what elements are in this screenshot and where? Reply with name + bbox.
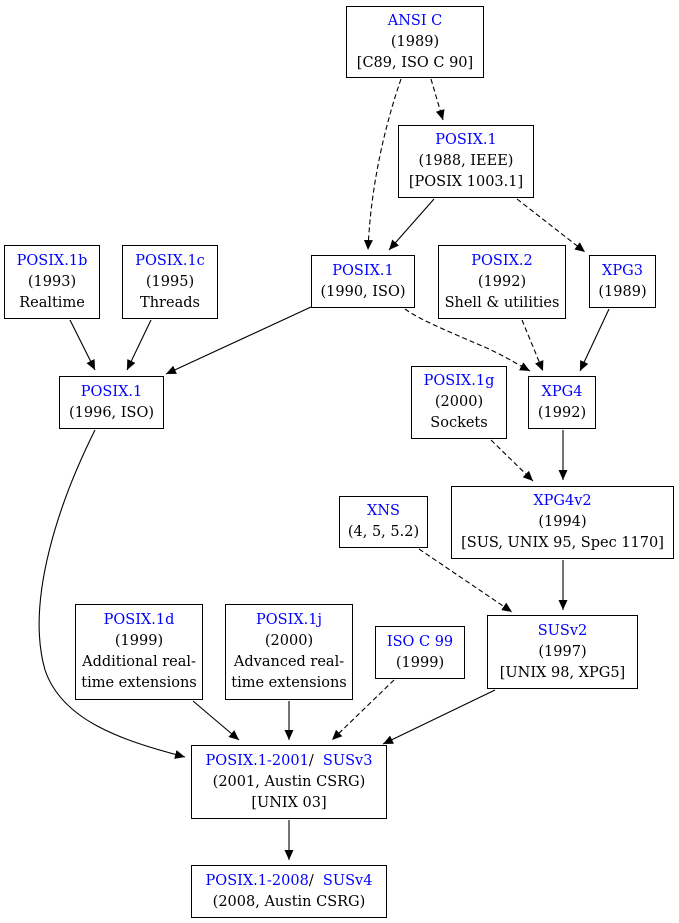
node-xpg4v2-aka: [SUS, UNIX 95, Spec 1170] xyxy=(461,535,664,551)
node-posix2-topic: Shell & utilities xyxy=(444,294,560,311)
node-posix1j-topic-line2: time extensions xyxy=(231,675,347,691)
edge-posix1d-to-posix2001 xyxy=(192,700,240,741)
edge-posix1-1990-to-xpg4 xyxy=(404,308,531,372)
node-iso-c-99-link[interactable]: ISO C 99 xyxy=(386,633,454,650)
node-posix-2001-susv3: POSIX.1-2001/ SUSv3 (2001, Austin CSRG) … xyxy=(191,745,387,819)
node-susv2-link[interactable]: SUSv2 xyxy=(537,622,588,639)
edge-susv2-to-posix2001 xyxy=(382,689,496,745)
node-posix1b-link[interactable]: POSIX.1b xyxy=(16,252,88,269)
edge-posix1-1988-to-posix1-1990 xyxy=(388,198,435,251)
node-susv2-aka: [UNIX 98, XPG5] xyxy=(499,664,626,681)
node-posix2-year: (1992) xyxy=(477,273,527,290)
node-posix1d-link[interactable]: POSIX.1d xyxy=(103,612,175,628)
node-posix2: POSIX.2 (1992) Shell & utilities xyxy=(438,245,566,319)
node-posix2-link[interactable]: POSIX.2 xyxy=(471,252,533,269)
node-posix1j-year: (2000) xyxy=(264,633,314,649)
node-xpg4v2-link[interactable]: XPG4v2 xyxy=(533,493,592,509)
node-posix1-1990-link[interactable]: POSIX.1 xyxy=(332,262,394,279)
edge-posix1-1990-to-posix1-1996 xyxy=(165,306,312,375)
edge-ansi-c-to-posix1-1990 xyxy=(363,78,402,251)
edge-posix1-1988-to-xpg3 xyxy=(516,198,586,253)
node-xpg4: XPG4 (1992) xyxy=(528,376,596,429)
node-posix1-1996: POSIX.1 (1996, ISO) xyxy=(59,376,164,429)
edge-posix2-to-xpg4 xyxy=(521,319,544,372)
node-posix1g-topic: Sockets xyxy=(430,415,488,431)
node-posix1-1996-link[interactable]: POSIX.1 xyxy=(80,383,143,400)
node-posix-2001-title-row: POSIX.1-2001/ SUSv3 xyxy=(206,751,373,772)
node-posix1d: POSIX.1d (1999) Additional real- time ex… xyxy=(75,604,203,700)
node-iso-c-99-year: (1999) xyxy=(395,654,445,671)
node-xns: XNS (4, 5, 5.2) xyxy=(339,496,428,548)
node-posix1g-year: (2000) xyxy=(434,394,484,410)
node-posix1j-link[interactable]: POSIX.1j xyxy=(256,612,322,628)
node-ansi-c: ANSI C (1989) [C89, ISO C 90] xyxy=(346,6,484,78)
node-posix1-1990-year: (1990, ISO) xyxy=(320,283,406,300)
node-posix-2001-link[interactable]: POSIX.1-2001 xyxy=(205,752,309,769)
node-xns-link[interactable]: XNS xyxy=(367,503,400,519)
node-posix1-1988: POSIX.1 (1988, IEEE) [POSIX 1003.1] xyxy=(398,125,534,198)
node-susv2: SUSv2 (1997) [UNIX 98, XPG5] xyxy=(487,615,638,689)
node-xpg3-link[interactable]: XPG3 xyxy=(602,262,643,279)
node-posix1d-topic-line2: time extensions xyxy=(81,675,197,691)
node-xpg3-year: (1989) xyxy=(598,283,647,300)
node-ansi-c-year: (1989) xyxy=(390,33,440,50)
edge-posix1c-to-posix1-1996 xyxy=(126,319,152,371)
node-posix1c: POSIX.1c (1995) Threads xyxy=(122,245,218,319)
node-posix1d-year: (1999) xyxy=(114,633,164,649)
node-susv2-year: (1997) xyxy=(538,643,587,660)
edge-posix1b-to-posix1-1996 xyxy=(69,319,96,371)
node-ansi-c-link[interactable]: ANSI C xyxy=(387,12,443,29)
node-posix1-1988-year: (1988, IEEE) xyxy=(418,153,514,169)
node-posix-2008-susv4: POSIX.1-2008/ SUSv4 (2008, Austin CSRG) xyxy=(191,865,387,918)
edge-posix1g-to-xpg4v2 xyxy=(490,439,534,482)
node-posix1b-topic: Realtime xyxy=(19,294,85,311)
node-posix1c-link[interactable]: POSIX.1c xyxy=(135,252,205,269)
node-posix1j: POSIX.1j (2000) Advanced real- time exte… xyxy=(225,604,353,700)
node-posix1-1990: POSIX.1 (1990, ISO) xyxy=(311,255,415,308)
node-xpg4v2-year: (1994) xyxy=(538,514,587,530)
edge-isoc99-to-posix2001 xyxy=(331,679,395,741)
node-posix1c-year: (1995) xyxy=(145,273,195,290)
edge-xns-to-susv2 xyxy=(418,548,513,613)
node-susv3-link[interactable]: SUSv3 xyxy=(322,752,373,769)
node-posix1-1988-aka: [POSIX 1003.1] xyxy=(408,174,524,190)
node-susv4-link[interactable]: SUSv4 xyxy=(322,872,373,889)
node-xpg4-link[interactable]: XPG4 xyxy=(541,383,583,400)
node-posix-2008-title-row: POSIX.1-2008/ SUSv4 xyxy=(206,871,373,892)
edge-ansi-c-to-posix1-1988 xyxy=(430,78,445,121)
node-posix1b: POSIX.1b (1993) Realtime xyxy=(4,245,100,319)
node-posix1j-topic-line1: Advanced real- xyxy=(233,654,345,670)
node-xpg3: XPG3 (1989) xyxy=(589,255,656,308)
node-posix1g: POSIX.1g (2000) Sockets xyxy=(411,366,507,439)
node-xpg4-year: (1992) xyxy=(537,404,587,421)
node-ansi-c-aka: [C89, ISO C 90] xyxy=(356,54,474,71)
node-posix-2008-separator: / xyxy=(308,872,314,889)
node-posix1g-link[interactable]: POSIX.1g xyxy=(423,373,495,389)
edge-posix1-1996-to-posix2001 xyxy=(38,429,186,759)
node-posix-2001-year: (2001, Austin CSRG) xyxy=(212,773,366,790)
node-posix-2008-link[interactable]: POSIX.1-2008 xyxy=(205,872,309,889)
node-iso-c-99: ISO C 99 (1999) xyxy=(375,626,465,679)
node-posix1-1996-year: (1996, ISO) xyxy=(69,404,154,421)
edge-xpg3-to-xpg4 xyxy=(579,308,610,372)
node-xpg4v2: XPG4v2 (1994) [SUS, UNIX 95, Spec 1170] xyxy=(451,486,674,559)
node-posix1b-year: (1993) xyxy=(27,273,77,290)
node-posix-2008-year: (2008, Austin CSRG) xyxy=(212,893,366,910)
node-posix1c-topic: Threads xyxy=(140,294,200,311)
node-posix-2001-separator: / xyxy=(308,752,314,769)
node-xns-versions: (4, 5, 5.2) xyxy=(347,524,420,540)
node-posix1-1988-link[interactable]: POSIX.1 xyxy=(435,132,497,148)
node-posix-2001-aka: [UNIX 03] xyxy=(251,794,327,811)
node-posix1d-topic-line1: Additional real- xyxy=(82,654,196,670)
